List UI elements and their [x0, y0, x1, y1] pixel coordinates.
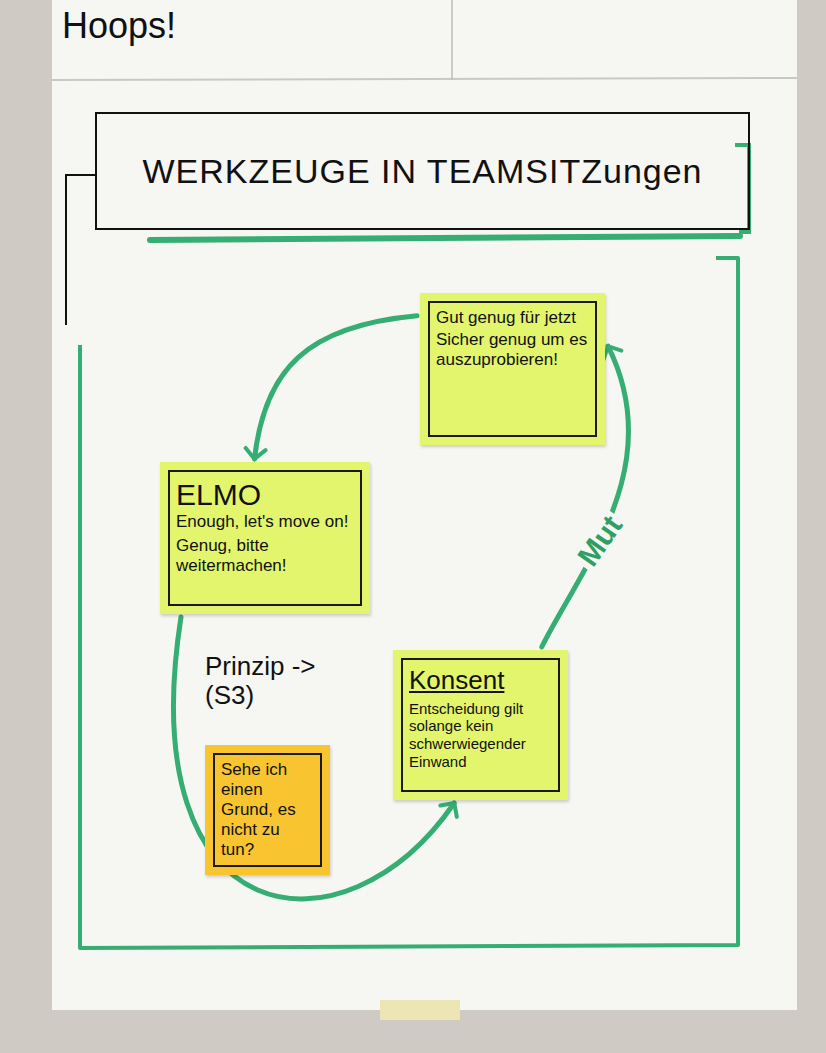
sheet-fold	[52, 78, 797, 80]
side-bracket	[66, 175, 95, 325]
sticky-note: Sehe ich einen Grund, es nicht zu tun?	[205, 745, 330, 875]
note-text: Gut genug für jetzt	[436, 308, 589, 328]
note-border: Gut genug für jetztSicher genug um es au…	[428, 301, 597, 437]
sticky-note: Gut genug für jetztSicher genug um es au…	[420, 293, 605, 445]
connector-arrow	[255, 316, 418, 459]
tape	[380, 1000, 460, 1020]
page-note: Hoops!	[62, 6, 302, 46]
sticky-note: KonsentEntscheidung gilt solange kein sc…	[393, 650, 568, 800]
paper	[52, 0, 797, 1010]
note-text: Sehe ich einen Grund, es nicht zu tun?	[221, 760, 314, 860]
note-text: Sicher genug um es auszuprobieren!	[436, 330, 589, 370]
title-box: WERKZEUGE IN TEAMSITZungen	[95, 112, 750, 230]
note-text: Enough, let's move on!	[176, 512, 354, 532]
title-bracket	[735, 145, 749, 232]
note-text: Genug, bitte weitermachen!	[176, 536, 354, 576]
note-text: Entscheidung gilt solange kein schwerwie…	[409, 700, 552, 771]
sheet-crease	[451, 0, 453, 80]
sticky-note: ELMOEnough, let's move on! Genug, bitte w…	[160, 462, 370, 614]
title-underline	[150, 236, 740, 240]
note-heading: Konsent	[409, 665, 552, 696]
note-border: ELMOEnough, let's move on! Genug, bitte w…	[168, 470, 362, 606]
green-frame	[80, 258, 738, 948]
note-border: Sehe ich einen Grund, es nicht zu tun?	[213, 753, 322, 867]
note-heading: ELMO	[176, 477, 354, 512]
principle-note: Prinzip -> (S3)	[205, 652, 370, 709]
note-border: KonsentEntscheidung gilt solange kein sc…	[401, 658, 560, 792]
title-text: WERKZEUGE IN TEAMSITZungen	[142, 152, 702, 191]
